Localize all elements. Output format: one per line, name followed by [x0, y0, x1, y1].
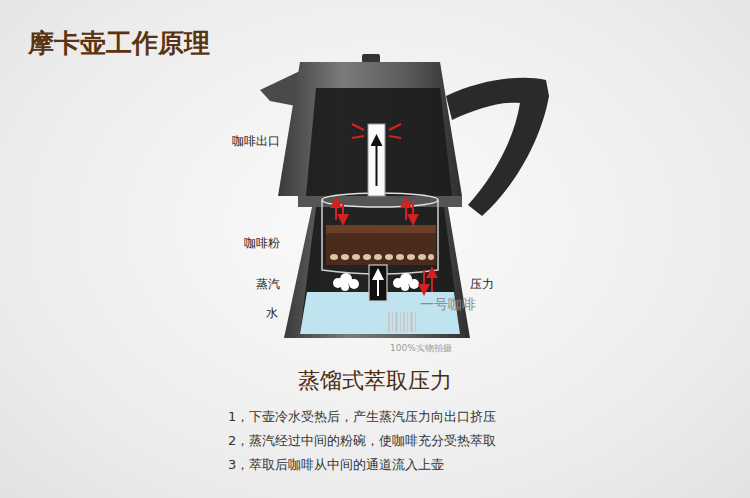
part-label: 水	[266, 305, 278, 322]
watermark: 100%实物拍摄	[390, 342, 452, 355]
part-label: 蒸汽	[256, 276, 280, 293]
part-label: 压力	[470, 276, 494, 293]
part-label: 咖啡出口	[232, 133, 280, 150]
note-line: 3，萃取后咖啡从中间的通道流入上壶	[228, 456, 444, 474]
note-line: 2，蒸汽经过中间的粉碗，使咖啡充分受热萃取	[228, 432, 496, 450]
part-label: 咖啡粉	[244, 235, 280, 252]
diagram-title: 摩卡壶工作原理	[28, 26, 210, 61]
note-line: 1，下壶冷水受热后，产生蒸汽压力向出口挤压	[228, 408, 496, 426]
watermark: 一号咖啡	[420, 296, 476, 314]
section-heading: 蒸馏式萃取压力	[298, 366, 452, 396]
